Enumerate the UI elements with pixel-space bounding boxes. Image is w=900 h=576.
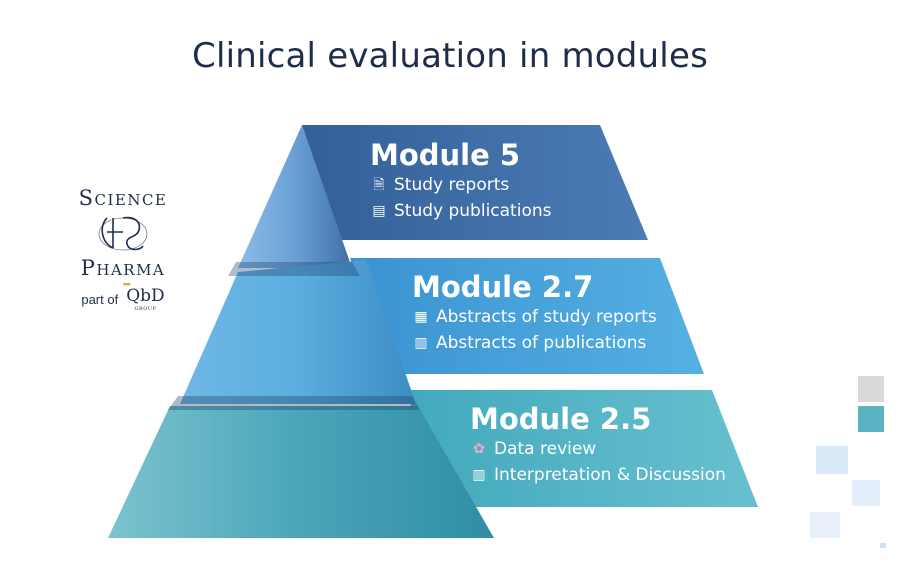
list-item: ▥ Abstracts of publications — [412, 330, 657, 356]
item-label: Interpretation & Discussion — [494, 465, 726, 485]
module-2-5-text: Module 2.5 ✿ Data review ▥ Interpretatio… — [470, 402, 726, 488]
scroll-icon: ▥ — [414, 335, 428, 351]
partner-line: part of ∙∙∙ QbD GROUP — [58, 280, 188, 312]
module-5-text: Module 5 🗎 Study reports ▤ Study publica… — [370, 138, 551, 224]
deco-square — [858, 406, 884, 432]
brain-icon: ✿ — [473, 441, 485, 457]
module-2-7-band — [350, 258, 704, 374]
logo-word-science: Science — [78, 186, 168, 210]
list-item: 🗎 Study reports — [370, 172, 551, 198]
pyramid-shadow-top — [228, 262, 360, 276]
deco-square — [880, 543, 886, 548]
science-pharma-logo: Science Pharma part of ∙∙∙ QbD GROUP — [58, 186, 188, 312]
pyramid-shadow-mid — [168, 396, 420, 410]
bar-chart-icon: ▥ — [472, 467, 486, 483]
qbd-dots-icon: ∙∙∙ — [122, 280, 131, 290]
document-icon: 🗎 — [373, 177, 385, 193]
list-item: ▥ Interpretation & Discussion — [470, 462, 726, 488]
part-of-label: part of — [81, 291, 119, 307]
list-item: ✿ Data review — [470, 436, 726, 462]
module-2-5-heading: Module 2.5 — [470, 402, 652, 436]
logo-word-pharma: Pharma — [80, 256, 166, 280]
item-label: Data review — [494, 439, 597, 459]
list-item: ▤ Study publications — [370, 198, 551, 224]
module-2-7-heading: Module 2.7 — [412, 270, 594, 304]
deco-square — [810, 512, 840, 538]
logo-emblem — [98, 216, 148, 251]
item-label: Study reports — [394, 175, 510, 195]
list-item: ▦ Abstracts of study reports — [412, 304, 657, 330]
report-icon: ▦ — [414, 309, 428, 325]
item-label: Abstracts of publications — [436, 333, 647, 353]
qbd-logo: ∙∙∙ QbD GROUP — [122, 280, 165, 312]
deco-square — [858, 376, 884, 402]
item-label: Study publications — [394, 201, 552, 221]
deco-square — [852, 480, 880, 506]
module-2-5-band — [405, 390, 758, 507]
books-icon: ▤ — [372, 203, 386, 219]
pyramid-tier-bottom — [108, 406, 494, 538]
item-label: Abstracts of study reports — [436, 307, 657, 327]
module-5-heading: Module 5 — [370, 138, 521, 172]
module-5-band — [302, 125, 648, 240]
page-title: Clinical evaluation in modules — [192, 36, 708, 76]
module-2-7-text: Module 2.7 ▦ Abstracts of study reports … — [412, 270, 657, 356]
pyramid-tier-top — [238, 125, 352, 268]
deco-square — [816, 446, 848, 474]
pyramid-tier-middle — [180, 260, 416, 404]
